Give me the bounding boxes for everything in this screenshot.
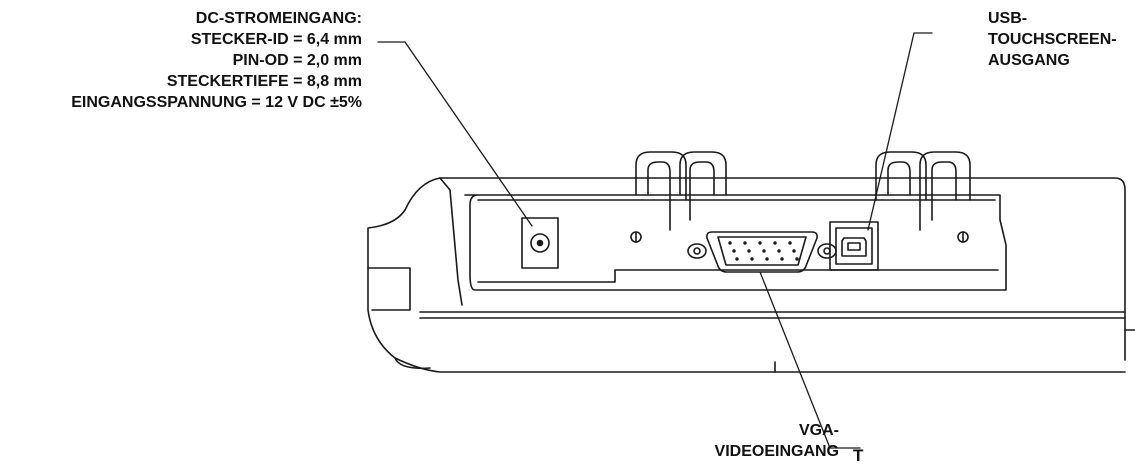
monitor-housing [367,177,1135,373]
dc-callout-line-3: PIN-OD = 2,0 mm [232,52,362,69]
usb-port [841,237,867,257]
vga-mount-left [687,243,707,259]
hinge-left-a [635,151,687,201]
dc-jack-pin [536,239,544,247]
leader-dc [377,41,533,227]
vga-connector [687,231,837,273]
hinge-left-c [679,151,727,196]
dc-callout-line-4: STECKERTIEFE = 8,8 mm [166,73,362,90]
screw-left [630,231,642,243]
usb-b-connector [829,221,879,271]
dc-callout-line-1: DC-STROMEINGANG: [195,10,362,27]
housing-inner-left [439,177,463,306]
usb-frame [835,227,873,265]
vga-input-callout: VGA- VIDEOEINGANG [715,420,839,462]
leader-lines [377,32,933,449]
usb-outer [829,221,879,271]
vga-mount-right [817,243,837,259]
usb-tongue [847,242,861,251]
hinge-right-d [931,161,957,221]
dc-callout-line-5: EINGANGSSPANNUNG = 12 V DC ±5% [71,94,362,111]
leader-vga [759,271,861,449]
housing-left-step [367,267,411,311]
hinge-left-d [689,161,715,221]
leader-usb [867,32,933,231]
vga-inner [717,236,807,266]
usb-output-callout: USB- TOUCHSCREEN- AUSGANG [988,8,1117,71]
vga-pins [728,241,799,261]
stand-hinge-left [635,151,727,231]
dc-callout-line-2: STECKER-ID = 6,4 mm [190,31,362,48]
dc-input-callout: DC-STROMEINGANG: STECKER-ID = 6,4 mm PIN… [71,8,362,113]
stand-hinge-right [875,151,971,231]
vga-shell [706,231,818,273]
housing-bottom [394,357,431,370]
dc-jack-ring [530,233,550,253]
dc-jack-body [521,217,559,269]
connector-recess [464,194,1007,291]
screw-right [957,231,969,243]
vga-callout-line-1: VGA- [799,422,839,439]
vga-callout-suffix: T [853,446,864,465]
usb-callout-line-3: AUSGANG [988,52,1070,69]
housing-left-bezel [367,177,1126,373]
dc-power-jack [521,217,559,269]
housing-top-edge [439,177,1126,361]
hinge-left-b [647,161,671,231]
recess-floor [477,269,999,283]
usb-callout-line-2: TOUCHSCREEN- [988,31,1117,48]
usb-callout-line-1: USB- [988,10,1028,27]
hinge-right-b [887,161,911,196]
hinge-right-c [919,151,971,231]
hinge-right-a [875,151,927,201]
vga-callout-line-2: VIDEOEINGANG [714,443,839,460]
